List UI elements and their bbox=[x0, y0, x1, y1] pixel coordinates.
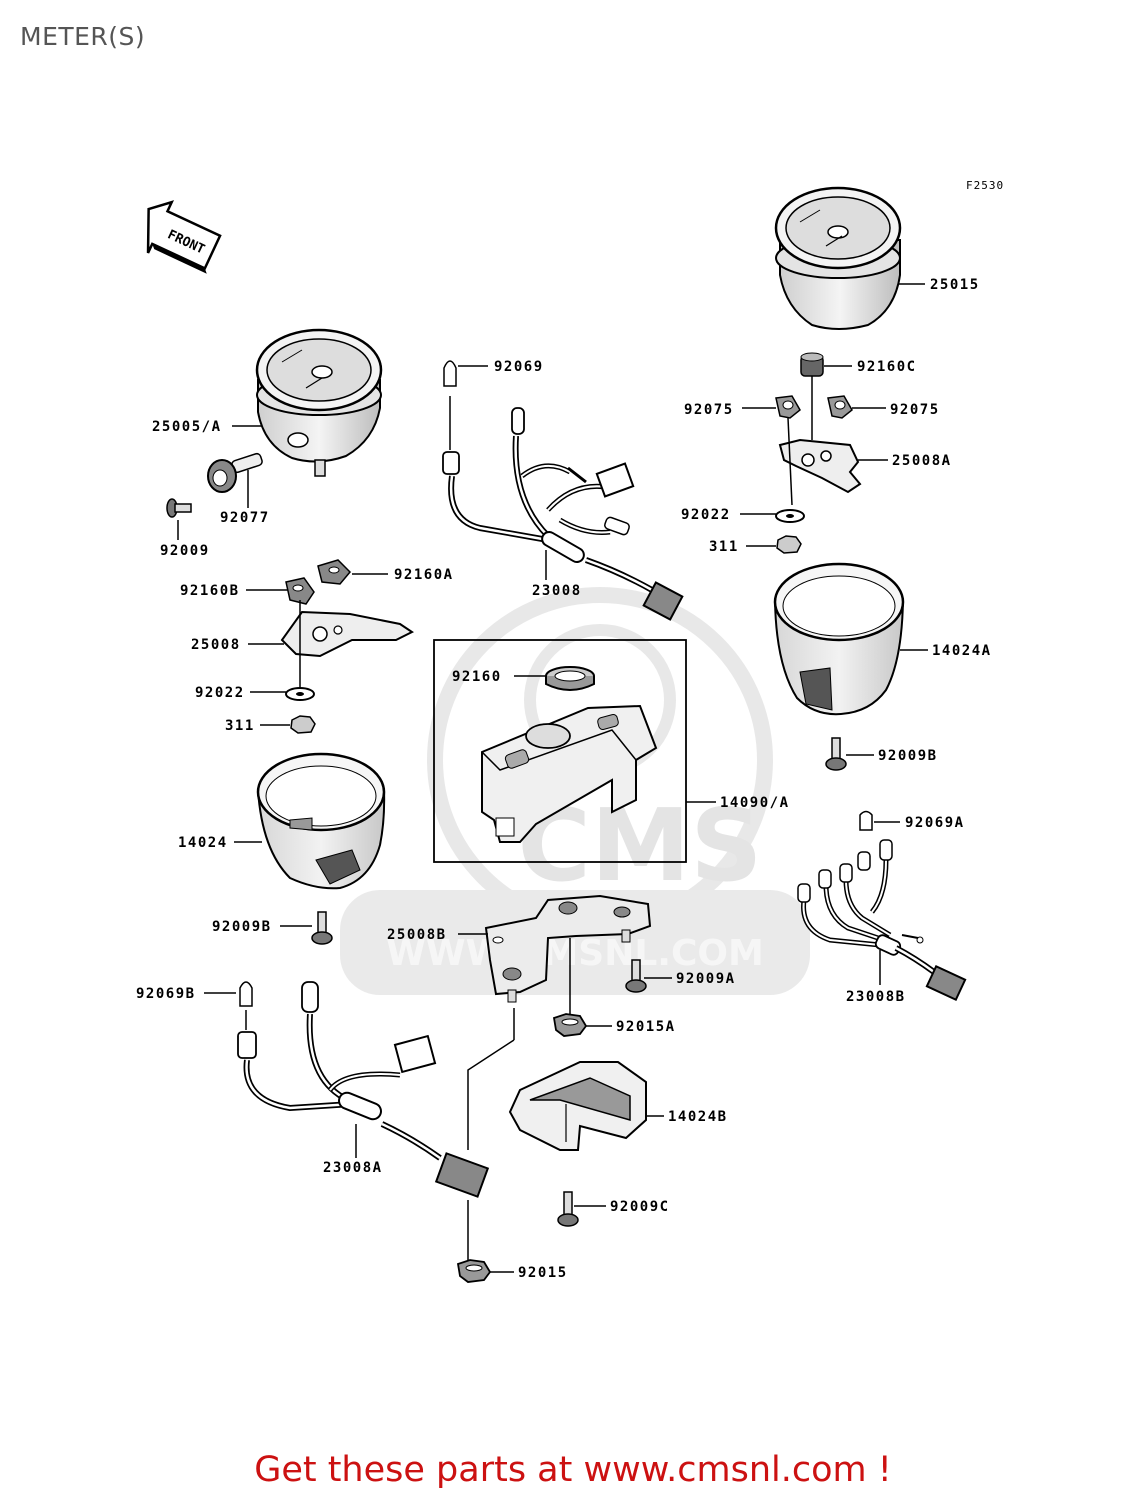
part-label-92160B: 92160B bbox=[180, 583, 240, 599]
part-label-25005A: 25005/A bbox=[152, 419, 222, 435]
speedometer-25005A bbox=[255, 328, 383, 477]
part-label-92009A: 92009A bbox=[676, 971, 736, 987]
part-label-92160: 92160 bbox=[452, 669, 502, 685]
watermark-url: WWW.CMSNL.COM bbox=[386, 933, 764, 974]
harness-23008A bbox=[237, 981, 490, 1198]
part-label-92009: 92009 bbox=[160, 543, 210, 559]
tachometer-25015 bbox=[774, 186, 902, 330]
nut-311-right bbox=[776, 535, 802, 554]
part-label-14024: 14024 bbox=[178, 835, 228, 851]
part-label-23008: 23008 bbox=[532, 583, 582, 599]
nut-92015A bbox=[552, 1013, 588, 1037]
harness-23008B bbox=[797, 839, 967, 1002]
screw-92009B-left bbox=[311, 911, 333, 945]
damper-92160B bbox=[285, 577, 315, 605]
screw-92009C bbox=[557, 1191, 579, 1227]
screw-92009A bbox=[625, 959, 647, 993]
part-label-92069B: 92069B bbox=[136, 986, 196, 1002]
part-label-92075-left: 92075 bbox=[684, 402, 734, 418]
footer-cta[interactable]: Get these parts at www.cmsnl.com ! bbox=[0, 1450, 1146, 1490]
part-label-92015: 92015 bbox=[518, 1265, 568, 1281]
screw-92009 bbox=[166, 498, 192, 518]
part-label-23008A: 23008A bbox=[323, 1160, 383, 1176]
part-label-92069A: 92069A bbox=[905, 815, 965, 831]
part-labels: 25015 92160C 92075 92075 25008A 92022 31… bbox=[136, 277, 992, 1281]
bulb-92069B bbox=[239, 981, 253, 1007]
page-title: METER(S) bbox=[20, 22, 146, 51]
nut-92015 bbox=[456, 1259, 492, 1283]
bracket-25008 bbox=[280, 610, 414, 658]
screw-92009B-right bbox=[825, 737, 847, 771]
harness-23008 bbox=[442, 407, 684, 621]
part-label-92160A: 92160A bbox=[394, 567, 454, 583]
figure-code: F2530 bbox=[966, 179, 1004, 192]
grommet-92160C bbox=[800, 352, 824, 377]
part-label-92077: 92077 bbox=[220, 510, 270, 526]
meter-housing-14090A bbox=[481, 704, 658, 843]
bulb-92069 bbox=[443, 360, 457, 387]
footer-link[interactable]: Get these parts at www.cmsnl.com ! bbox=[254, 1450, 892, 1490]
front-arrow-icon: FRONT bbox=[146, 200, 222, 274]
part-label-23008B: 23008B bbox=[846, 989, 906, 1005]
part-label-25008: 25008 bbox=[191, 637, 241, 653]
knob-92077 bbox=[207, 452, 263, 493]
damper-92075-right bbox=[827, 395, 853, 419]
part-label-92009B-left: 92009B bbox=[212, 919, 272, 935]
part-label-92022-right: 92022 bbox=[681, 507, 731, 523]
part-label-92069: 92069 bbox=[494, 359, 544, 375]
plate-25008B bbox=[484, 894, 652, 1003]
part-label-92075-right: 92075 bbox=[890, 402, 940, 418]
part-label-311-right: 311 bbox=[709, 539, 739, 555]
damper-92075-left bbox=[775, 395, 801, 419]
part-label-25008B: 25008B bbox=[387, 927, 447, 943]
part-label-92022-left: 92022 bbox=[195, 685, 245, 701]
detail-box bbox=[433, 639, 687, 863]
meter-cup-14024A bbox=[773, 562, 905, 716]
bracket-25008A bbox=[778, 438, 862, 494]
damper-92160A bbox=[317, 559, 352, 585]
part-label-14090A: 14090/A bbox=[720, 795, 790, 811]
cover-14024B bbox=[508, 1061, 647, 1151]
part-label-92009C: 92009C bbox=[610, 1199, 670, 1215]
watermark: CMS WWW.CMSNL.COM bbox=[340, 587, 810, 995]
part-label-92015A: 92015A bbox=[616, 1019, 676, 1035]
grommet-92160 bbox=[545, 666, 595, 691]
part-label-14024A: 14024A bbox=[932, 643, 992, 659]
part-label-25015: 25015 bbox=[930, 277, 980, 293]
part-label-25008A: 25008A bbox=[892, 453, 952, 469]
part-label-92009B-right: 92009B bbox=[878, 748, 938, 764]
bulb-92069A bbox=[859, 810, 873, 831]
part-label-92160C: 92160C bbox=[857, 359, 917, 375]
part-label-14024B: 14024B bbox=[668, 1109, 728, 1125]
leader-lines bbox=[177, 283, 928, 1273]
meter-cup-14024 bbox=[256, 752, 386, 890]
nut-311-left bbox=[290, 715, 316, 734]
part-label-311-left: 311 bbox=[225, 718, 255, 734]
